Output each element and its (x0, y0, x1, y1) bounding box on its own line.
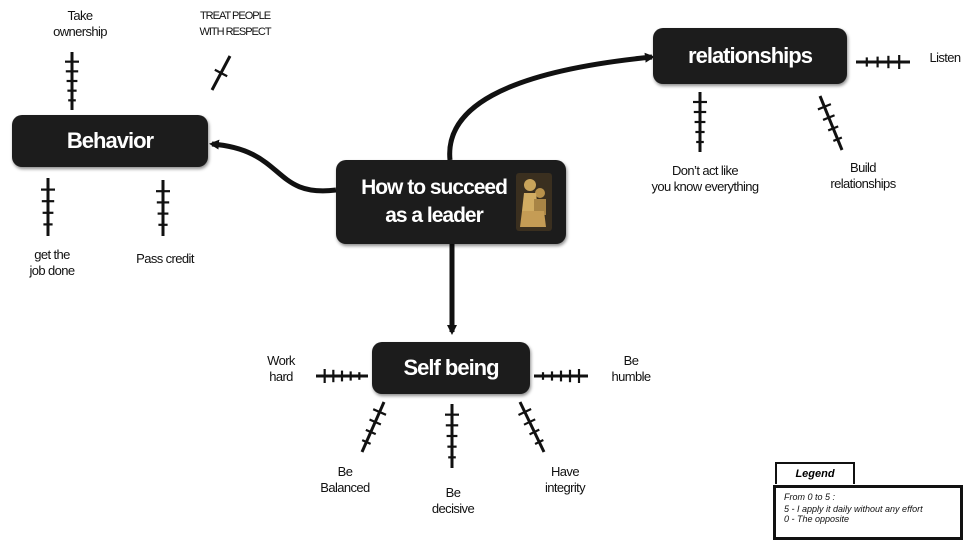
legend-line-1: From 0 to 5 : (784, 492, 836, 502)
rating-spine-get-job-done (41, 178, 55, 236)
rating-tick (365, 428, 377, 436)
behavior-node[interactable]: Behavior (12, 115, 208, 167)
self-being-node[interactable]: Self being (372, 342, 530, 394)
rating-tick (361, 439, 372, 445)
rating-tick (822, 114, 835, 121)
label-take-ownership: Take ownership (53, 8, 107, 39)
label-work-hard: Work hard (267, 353, 295, 384)
rating-tick (523, 418, 536, 426)
rating-tick (529, 428, 540, 436)
label-be-balanced: Be Balanced (320, 464, 370, 495)
label-have-integrity: Have integrity (544, 464, 586, 495)
rating-tick (214, 68, 228, 78)
arrow-to-relationships (447, 52, 655, 161)
center-node-line-1: How to succeed (361, 176, 508, 199)
rating-tick (534, 439, 544, 445)
rating-tick (518, 407, 532, 417)
rating-spine-take-ownership (65, 52, 79, 110)
rating-spine-pass-credit (156, 180, 170, 236)
label-listen: Listen (929, 50, 961, 65)
legend-line-2: 5 - I apply it daily without any effort (784, 504, 923, 514)
label-be-humble: Be humble (611, 353, 651, 384)
label-get-the-job-done: get the job done (29, 247, 75, 278)
rating-tick (832, 136, 843, 142)
center-node-line-2: as a leader (385, 204, 484, 227)
label-build-relationships: Build relationships (830, 160, 896, 191)
rating-spine-listen (856, 55, 910, 69)
rating-spine-build-relationships (817, 95, 844, 151)
label-pass-credit: Pass credit (136, 251, 194, 266)
arrow-to-behavior (209, 139, 337, 194)
center-node[interactable]: How to succeed as a leader (336, 160, 566, 244)
label-treat-people-with-respect: TREAT PEOPLE WITH RESPECT (199, 10, 271, 38)
legend-line-3: 0 - The opposite (784, 514, 850, 524)
rating-tick (817, 103, 832, 111)
leader-figure-icon (516, 173, 552, 231)
rating-spine-be-humble (534, 369, 588, 383)
rating-spine-dont-act (693, 92, 707, 152)
rating-spine-work-hard (316, 369, 368, 383)
rating-spine-treat-people (210, 55, 232, 91)
rating-tick (369, 418, 382, 426)
legend-box: From 0 to 5 : 5 - I apply it daily witho… (773, 485, 963, 540)
legend-title: Legend (775, 462, 855, 484)
label-be-decisive: Be decisive (431, 485, 475, 516)
label-dont-act-like-you-know-everything: Don’t act like you know everything (651, 163, 759, 194)
rating-tick (372, 408, 387, 416)
rating-spine-be-decisive (445, 404, 459, 468)
rating-spine-be-balanced (360, 401, 387, 453)
rating-tick (827, 125, 839, 132)
rating-spine-have-integrity (518, 401, 546, 453)
relationships-node[interactable]: relationships (653, 28, 847, 84)
